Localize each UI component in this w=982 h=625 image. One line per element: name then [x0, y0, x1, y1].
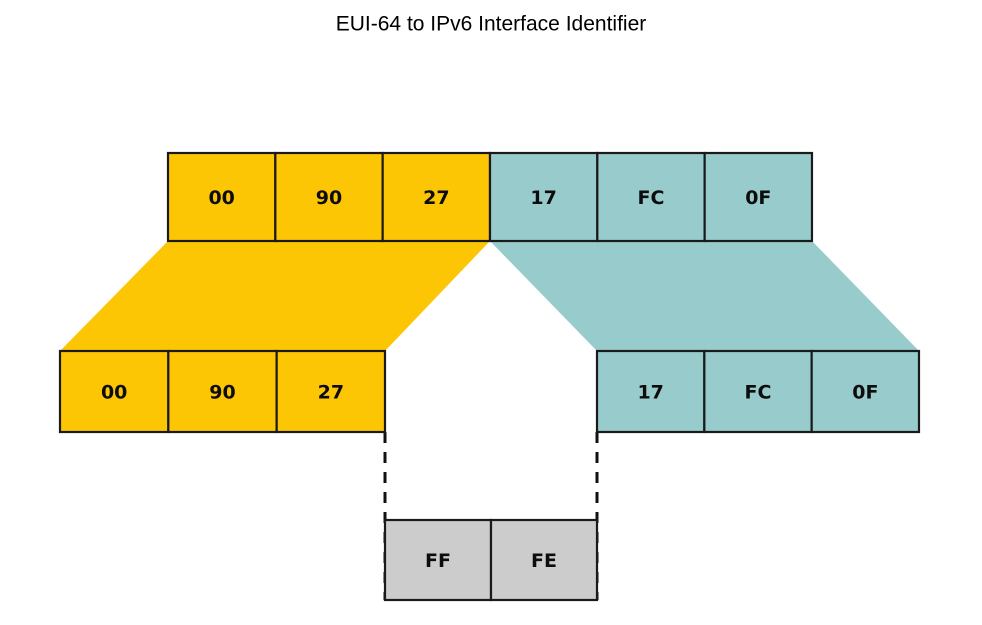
mac-address-row: 00 90 27 17 FC 0F: [166, 151, 814, 243]
byte-cell: [596, 151, 706, 243]
page-title: EUI-64 to IPv6 Interface Identifier: [336, 13, 647, 36]
byte-cell: [167, 349, 278, 434]
byte-cell-label: 27: [318, 382, 344, 404]
byte-cell-label: 90: [209, 382, 235, 404]
byte-cell-label: 00: [208, 187, 234, 209]
byte-cell: [381, 151, 492, 243]
byte-cell: [595, 349, 706, 434]
byte-cell: [703, 151, 814, 243]
byte-cell: [166, 151, 277, 243]
oui-connector-polygon: [60, 241, 490, 351]
byte-cell: [383, 518, 493, 602]
byte-cell-label: 0F: [852, 382, 878, 404]
byte-cell-label: 17: [530, 187, 556, 209]
inserted-bytes-row: FF FE: [383, 518, 599, 602]
byte-cell-label: 90: [316, 187, 342, 209]
byte-cell-label: FC: [638, 187, 665, 209]
byte-cell-label: FE: [531, 550, 557, 572]
byte-cell: [275, 349, 387, 434]
byte-cell-label: 17: [637, 382, 663, 404]
interface-id-left-row: 00 90 27: [58, 349, 387, 434]
interface-id-right-row: 17 FC 0F: [595, 349, 921, 434]
byte-cell-label: 00: [101, 382, 127, 404]
byte-cell-label: FC: [745, 382, 772, 404]
byte-cell: [810, 349, 921, 434]
byte-cell: [274, 151, 384, 243]
connector-group: [60, 241, 919, 351]
byte-cell-label: 0F: [745, 187, 771, 209]
byte-cell-label: 27: [423, 187, 449, 209]
byte-cell: [489, 518, 599, 602]
byte-cell: [703, 349, 813, 434]
byte-cell-label: FF: [425, 550, 451, 572]
nic-connector-polygon: [490, 241, 919, 351]
